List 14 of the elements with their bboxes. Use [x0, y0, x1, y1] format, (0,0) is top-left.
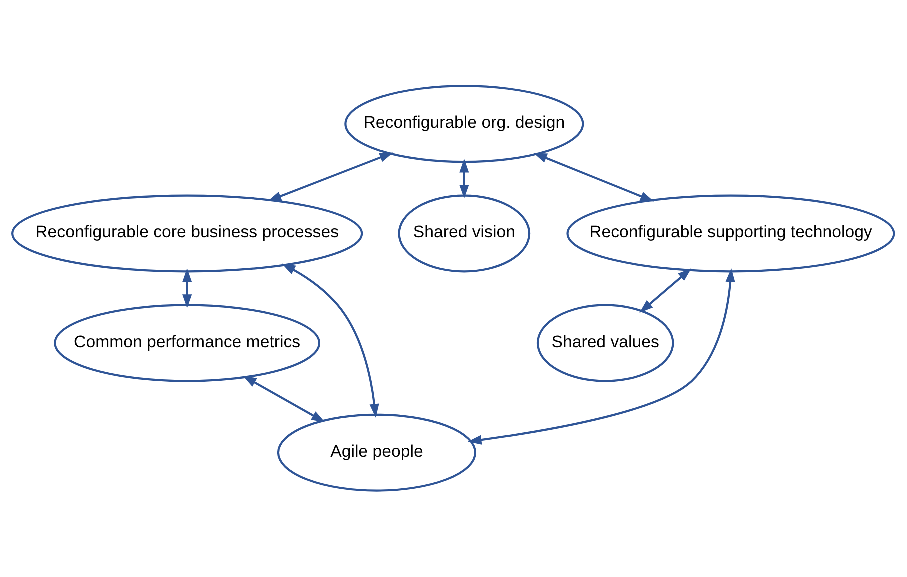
arrow — [282, 264, 380, 418]
arrow — [182, 268, 192, 308]
node-ellipse: Common performance metrics — [54, 304, 321, 382]
arrow — [468, 268, 736, 445]
arrow — [460, 158, 470, 199]
node-ellipse: Shared vision — [398, 194, 531, 273]
arrow — [243, 376, 326, 423]
node-ellipse: Reconfigurable core business processes — [12, 194, 364, 273]
arrow — [268, 152, 394, 202]
node-ellipse: Reconfigurable supporting technology — [566, 194, 896, 273]
arrow — [640, 268, 692, 313]
node-ellipse: Agile people — [277, 414, 477, 492]
node-ellipse: Shared values — [536, 304, 674, 382]
arrow — [534, 153, 654, 202]
